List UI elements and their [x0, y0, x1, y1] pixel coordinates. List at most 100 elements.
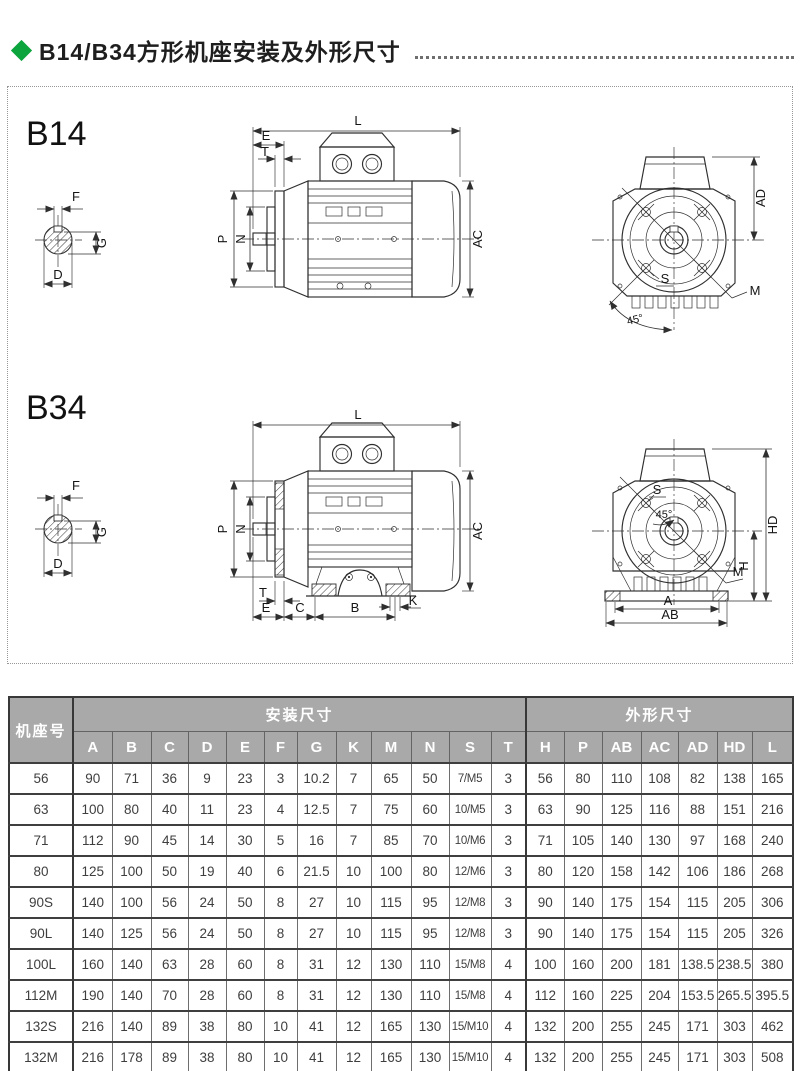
- dim-cell: 125: [72, 855, 112, 887]
- b34-dim-C: C: [295, 600, 304, 615]
- dim-cell: 175: [601, 917, 642, 949]
- b34-side-view: L P N AC T E C B: [215, 407, 485, 621]
- b14-dim-angle: 45°: [626, 312, 645, 328]
- b14-dim-F: F: [72, 189, 80, 204]
- frame-cell: 80: [8, 855, 73, 887]
- col-header-AB: AB: [601, 731, 642, 764]
- col-header-AD: AD: [677, 731, 718, 764]
- dim-cell: 56: [150, 917, 188, 949]
- dim-cell: 108: [640, 762, 679, 794]
- dim-cell: 3: [263, 762, 297, 794]
- dim-cell: 4: [263, 793, 297, 825]
- b34-dim-B: B: [351, 600, 360, 615]
- dim-cell: 40: [150, 793, 188, 825]
- b34-dim-N: N: [233, 524, 248, 533]
- dim-cell: 38: [187, 1041, 226, 1071]
- frame-col-header: 机座号: [8, 696, 74, 764]
- b14-dim-G: G: [94, 238, 109, 248]
- dim-cell: 100: [111, 886, 151, 918]
- table-group-header-row: 机座号 安装尺寸 外形尺寸: [8, 696, 794, 764]
- dim-cell: 116: [640, 793, 679, 825]
- b34-shaft-section-view: F G D: [35, 478, 109, 577]
- dim-cell: 3: [490, 855, 527, 887]
- dim-cell: 140: [601, 824, 642, 856]
- dim-cell: 238.5: [716, 948, 753, 980]
- col-header-K: K: [335, 731, 372, 764]
- dim-cell: 3: [490, 793, 527, 825]
- dim-cell: 80: [525, 855, 565, 887]
- dim-cell: 7: [335, 824, 371, 856]
- dim-cell: 10: [263, 1041, 297, 1071]
- dim-cell: 3: [490, 824, 527, 856]
- dim-cell: 31: [296, 948, 336, 980]
- b34-dim-P: P: [215, 525, 230, 534]
- dim-cell: 255: [601, 1010, 642, 1042]
- dim-cell: 4: [490, 1041, 527, 1071]
- dim-cell: 186: [716, 855, 753, 887]
- dim-cell: 11: [187, 793, 226, 825]
- dim-cell: 90: [525, 886, 565, 918]
- b14-dim-P: P: [215, 235, 230, 244]
- b34-dim-H: H: [736, 561, 751, 570]
- dim-cell: 171: [677, 1010, 718, 1042]
- dim-cell: 56: [525, 762, 565, 794]
- dim-cell: 462: [751, 1010, 794, 1042]
- dim-cell: 130: [370, 979, 411, 1011]
- dim-cell: 60: [225, 948, 264, 980]
- dim-cell: 151: [716, 793, 753, 825]
- dim-cell: 60: [410, 793, 449, 825]
- dim-cell: 14: [187, 824, 226, 856]
- dim-cell: 140: [111, 1010, 151, 1042]
- b14-dim-AC: AC: [470, 230, 485, 248]
- b34-dim-T: T: [259, 585, 267, 600]
- dim-cell: 200: [563, 1041, 603, 1071]
- dim-cell: 154: [640, 917, 679, 949]
- dim-cell: 125: [111, 917, 151, 949]
- dim-cell: 100: [370, 855, 411, 887]
- col-header-HD: HD: [716, 731, 753, 764]
- dim-cell: 89: [150, 1010, 188, 1042]
- dim-cell: 115: [677, 886, 718, 918]
- outline-group-header: 外形尺寸: [525, 696, 794, 732]
- b34-dim-M: M: [733, 564, 744, 579]
- dim-cell: 10: [335, 886, 371, 918]
- dim-cell: 21.5: [296, 855, 336, 887]
- dim-cell: 140: [563, 886, 603, 918]
- dim-cell: 326: [751, 917, 794, 949]
- dim-cell: 24: [187, 886, 226, 918]
- dim-cell: 255: [601, 1041, 642, 1071]
- col-header-P: P: [563, 731, 603, 764]
- b14-shaft-section-view: F G D: [35, 189, 109, 288]
- b14-dim-E: E: [262, 128, 271, 143]
- dim-cell: 80: [225, 1041, 264, 1071]
- col-header-AC: AC: [640, 731, 679, 764]
- dim-cell: 90: [563, 793, 603, 825]
- dim-cell: 216: [72, 1041, 112, 1071]
- dim-cell: 97: [677, 824, 718, 856]
- dim-cell: 178: [111, 1041, 151, 1071]
- dim-cell: 3: [490, 886, 527, 918]
- dim-cell: 90: [111, 824, 151, 856]
- dim-cell: 130: [410, 1010, 449, 1042]
- dim-cell: 8: [263, 979, 297, 1011]
- dim-cell: 200: [601, 948, 642, 980]
- dim-cell: 71: [111, 762, 151, 794]
- dim-cell: 80: [225, 1010, 264, 1042]
- dim-cell: 63: [525, 793, 565, 825]
- b34-dim-HD: HD: [765, 516, 780, 535]
- dim-cell: 15/M8: [448, 979, 491, 1011]
- b34-dim-A: A: [664, 593, 673, 608]
- dim-cell: 15/M8: [448, 948, 491, 980]
- b34-bottom-fins: [633, 576, 708, 592]
- dim-cell: 19: [187, 855, 226, 887]
- b14-view-label: B14: [26, 115, 87, 153]
- col-header-L: L: [751, 731, 794, 764]
- dim-cell: 100: [72, 793, 112, 825]
- motor-dimension-drawings: B14 F G D: [26, 113, 780, 627]
- dim-cell: 10.2: [296, 762, 336, 794]
